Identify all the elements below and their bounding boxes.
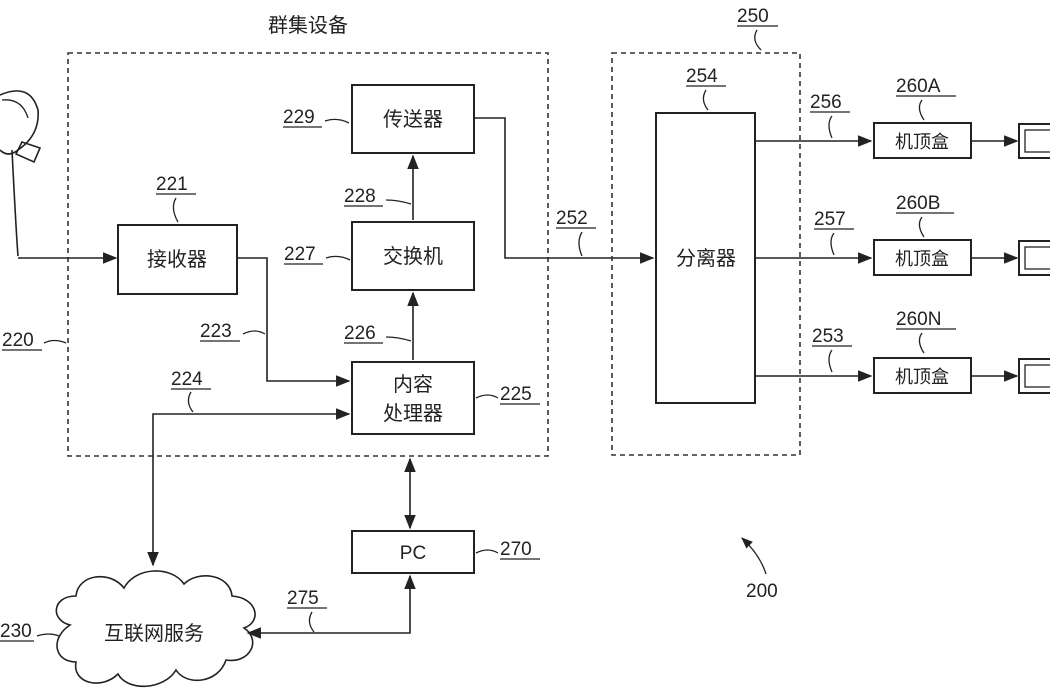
stb-b-ref: 260B — [896, 193, 954, 238]
svg-text:226: 226 — [344, 323, 376, 344]
internet-label: 互联网服务 — [104, 621, 204, 645]
tv-a-icon — [1018, 123, 1050, 159]
content-processor-label-1: 内容 — [393, 372, 433, 396]
stb-a-ref: 260A — [896, 76, 956, 121]
pc-ref: 270 — [475, 539, 540, 560]
system-ref: 200 — [741, 537, 778, 602]
pc-internet-link — [246, 574, 416, 639]
content-processor-ref: 225 — [475, 384, 540, 405]
content-processor-label-2: 处理器 — [383, 401, 443, 425]
stb-n-ref: 260N — [896, 309, 956, 354]
splitter-box — [655, 112, 756, 404]
svg-text:252: 252 — [556, 208, 588, 229]
ref-223: 223 — [200, 321, 266, 342]
transmitter-ref: 229 — [283, 107, 350, 128]
transmitter-label: 传送器 — [383, 107, 443, 131]
svg-text:220: 220 — [2, 330, 34, 351]
svg-text:227: 227 — [284, 244, 316, 265]
svg-text:225: 225 — [500, 384, 532, 405]
transmitter-box — [351, 84, 475, 154]
ref-224: 224 — [171, 369, 211, 413]
receiver-label: 接收器 — [147, 247, 207, 271]
svg-text:228: 228 — [344, 186, 376, 207]
stb-n-box — [873, 357, 972, 394]
svg-text:260A: 260A — [896, 76, 941, 97]
svg-text:270: 270 — [500, 539, 532, 560]
ref-253: 253 — [812, 326, 852, 373]
svg-text:260B: 260B — [896, 193, 940, 214]
switch-box — [351, 221, 475, 291]
svg-text:254: 254 — [686, 66, 718, 87]
splitter-ref: 254 — [686, 66, 726, 111]
internet-to-processor-link — [147, 408, 351, 567]
stb-b-box — [873, 239, 972, 276]
ref-256: 256 — [810, 92, 850, 139]
stb-n-label: 机顶盒 — [895, 367, 949, 388]
pc-box — [351, 530, 475, 574]
svg-text:224: 224 — [171, 369, 203, 390]
svg-text:221: 221 — [156, 174, 188, 195]
switch-ref: 227 — [284, 244, 351, 265]
stb-a-label: 机顶盒 — [895, 132, 949, 153]
splitter-group-ref: 250 — [737, 6, 778, 51]
svg-text:223: 223 — [200, 321, 232, 342]
ref-257: 257 — [814, 209, 854, 256]
internet-ref: 230 — [0, 621, 60, 642]
splitter-group — [611, 52, 801, 456]
satellite-dish-icon — [0, 90, 42, 257]
splitter-label: 分离器 — [676, 246, 736, 270]
head-end-ref: 220 — [2, 330, 67, 351]
ref-228: 228 — [344, 186, 412, 207]
head-end-label: 群集设备 — [268, 13, 348, 37]
ref-226: 226 — [344, 323, 412, 344]
switch-label: 交换机 — [383, 244, 443, 268]
svg-text:260N: 260N — [896, 309, 941, 330]
tv-b-icon — [1018, 240, 1050, 276]
receiver-ref: 221 — [156, 174, 196, 223]
pc-label: PC — [400, 543, 426, 564]
stb-b-label: 机顶盒 — [895, 249, 949, 270]
receiver-to-processor-link — [237, 257, 351, 387]
receiver-box — [117, 224, 238, 295]
transmitter-to-splitter-link — [474, 117, 655, 264]
svg-text:200: 200 — [746, 581, 778, 602]
svg-text:230: 230 — [0, 621, 32, 642]
internet-cloud — [55, 570, 256, 688]
content-processor-box — [351, 361, 475, 435]
tv-n-icon — [1018, 358, 1050, 394]
svg-text:275: 275 — [287, 588, 319, 609]
ref-275: 275 — [287, 588, 327, 633]
svg-text:253: 253 — [812, 326, 844, 347]
svg-text:250: 250 — [737, 6, 769, 27]
svg-text:256: 256 — [810, 92, 842, 113]
svg-text:257: 257 — [814, 209, 846, 230]
ref-252: 252 — [556, 208, 596, 257]
svg-text:229: 229 — [283, 107, 315, 128]
